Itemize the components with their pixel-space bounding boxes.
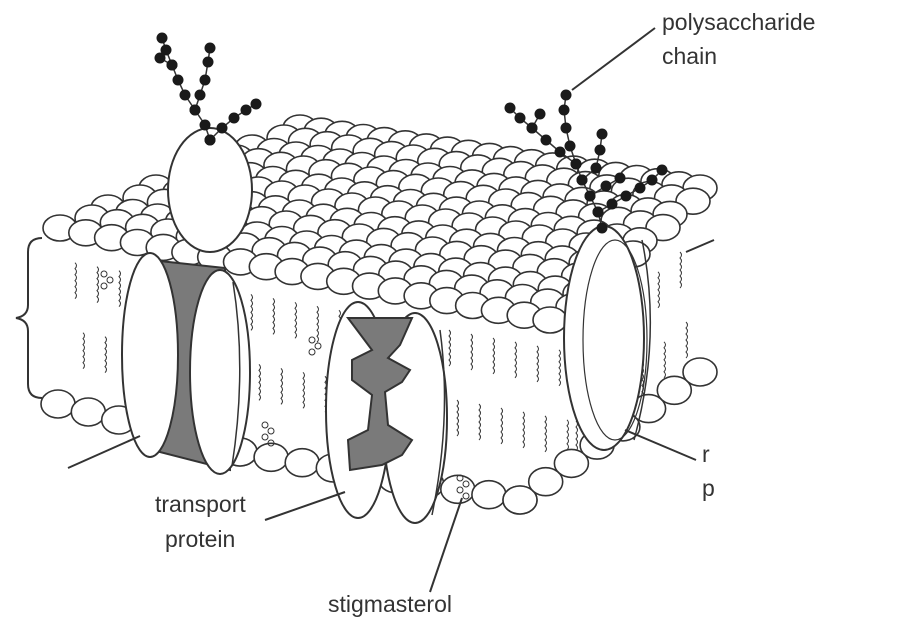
label-stigmasterol: stigmasterol — [328, 591, 452, 617]
sugar-unit — [205, 135, 216, 146]
lipid-tail — [686, 322, 688, 358]
sugar-unit — [559, 105, 570, 116]
polysaccharide-chain-left — [155, 33, 262, 146]
sugar-unit — [195, 90, 206, 101]
lipid-tail — [281, 368, 283, 404]
sugar-unit — [173, 75, 184, 86]
lipid-tail — [515, 342, 517, 378]
lipid-tail — [457, 400, 459, 436]
sterol-cluster-3 — [309, 337, 321, 355]
stigmasterol-leader-line — [430, 498, 462, 592]
sugar-unit — [157, 33, 168, 44]
sugar-unit — [565, 141, 576, 152]
lipid-tail — [75, 263, 77, 299]
label-cut-right-top: r — [702, 441, 710, 467]
lipid-tail — [97, 267, 99, 303]
sugar-unit — [229, 113, 240, 124]
lipid-tail — [545, 416, 547, 452]
sugar-unit — [593, 207, 604, 218]
right-edge-leader-line — [686, 240, 714, 252]
glycoprotein-left — [168, 128, 252, 252]
lipid-tail — [471, 334, 473, 370]
lipid-head — [683, 358, 717, 386]
sugar-unit — [217, 123, 228, 134]
lipid-tail — [83, 333, 85, 369]
sugar-unit — [615, 173, 626, 184]
label-transport: transport — [155, 491, 246, 517]
lipid-head — [254, 443, 288, 471]
sugar-unit — [577, 175, 588, 186]
sugar-unit — [635, 183, 646, 194]
sugar-unit — [555, 147, 566, 158]
sugar-unit — [607, 199, 618, 210]
sugar-unit — [541, 135, 552, 146]
lipid-tail — [664, 342, 666, 378]
lipid-tail — [303, 372, 305, 408]
sugar-unit — [601, 181, 612, 192]
sugar-unit — [571, 159, 582, 170]
lipid-head — [472, 481, 506, 509]
left-unlabeled-leader-line — [68, 436, 140, 468]
lipid-tail — [493, 338, 495, 374]
sugar-unit — [535, 109, 546, 120]
lipid-tail — [105, 337, 107, 373]
sugar-unit — [167, 60, 178, 71]
sugar-unit — [180, 90, 191, 101]
transport-leader-line — [265, 492, 345, 520]
sugar-unit — [190, 105, 201, 116]
sugar-unit — [591, 163, 602, 174]
sugar-unit — [597, 223, 608, 234]
sugar-unit — [621, 191, 632, 202]
lipid-tail — [680, 252, 682, 288]
bilayer-bracket — [16, 238, 42, 398]
sugar-unit — [200, 75, 211, 86]
sugar-unit — [155, 53, 166, 64]
polysaccharide-leader-line — [572, 28, 655, 90]
lipid-tail — [273, 298, 275, 334]
lipid-tail — [523, 412, 525, 448]
label-polysaccharide: polysaccharide — [662, 9, 815, 35]
label-cut-right-bottom: p — [702, 475, 715, 501]
sugar-unit — [205, 43, 216, 54]
sugar-unit — [595, 145, 606, 156]
sugar-unit — [515, 113, 526, 124]
lipid-head — [285, 449, 319, 477]
sterol-cluster-2 — [262, 422, 274, 446]
sugar-unit — [527, 123, 538, 134]
sugar-unit — [647, 175, 658, 186]
lipid-tail — [537, 346, 539, 382]
lipid-head — [71, 398, 105, 426]
sugar-unit — [561, 123, 572, 134]
lipid-tail — [251, 294, 253, 330]
sterol-cluster-1 — [101, 271, 113, 289]
sugar-unit — [561, 90, 572, 101]
lipid-tail — [317, 306, 319, 342]
transport-protein-left — [122, 253, 250, 474]
lipid-tail — [259, 364, 261, 400]
lipid-tail — [479, 404, 481, 440]
lipid-tail — [501, 408, 503, 444]
label-chain: chain — [662, 43, 717, 69]
lipid-head — [41, 390, 75, 418]
label-protein: protein — [165, 526, 235, 552]
sugar-unit — [251, 99, 262, 110]
right-protein-leader-line — [625, 430, 696, 460]
sugar-unit — [200, 120, 211, 131]
sugar-unit — [241, 105, 252, 116]
sugar-unit — [203, 57, 214, 68]
lipid-tail — [658, 272, 660, 308]
lipid-tail — [559, 350, 561, 386]
sugar-unit — [657, 165, 668, 176]
sugar-unit — [585, 191, 596, 202]
lipid-tail — [449, 330, 451, 366]
sugar-unit — [597, 129, 608, 140]
lipid-tail — [119, 271, 121, 307]
lipid-tail — [295, 302, 297, 338]
sugar-unit — [505, 103, 516, 114]
lipid-head — [533, 307, 567, 333]
